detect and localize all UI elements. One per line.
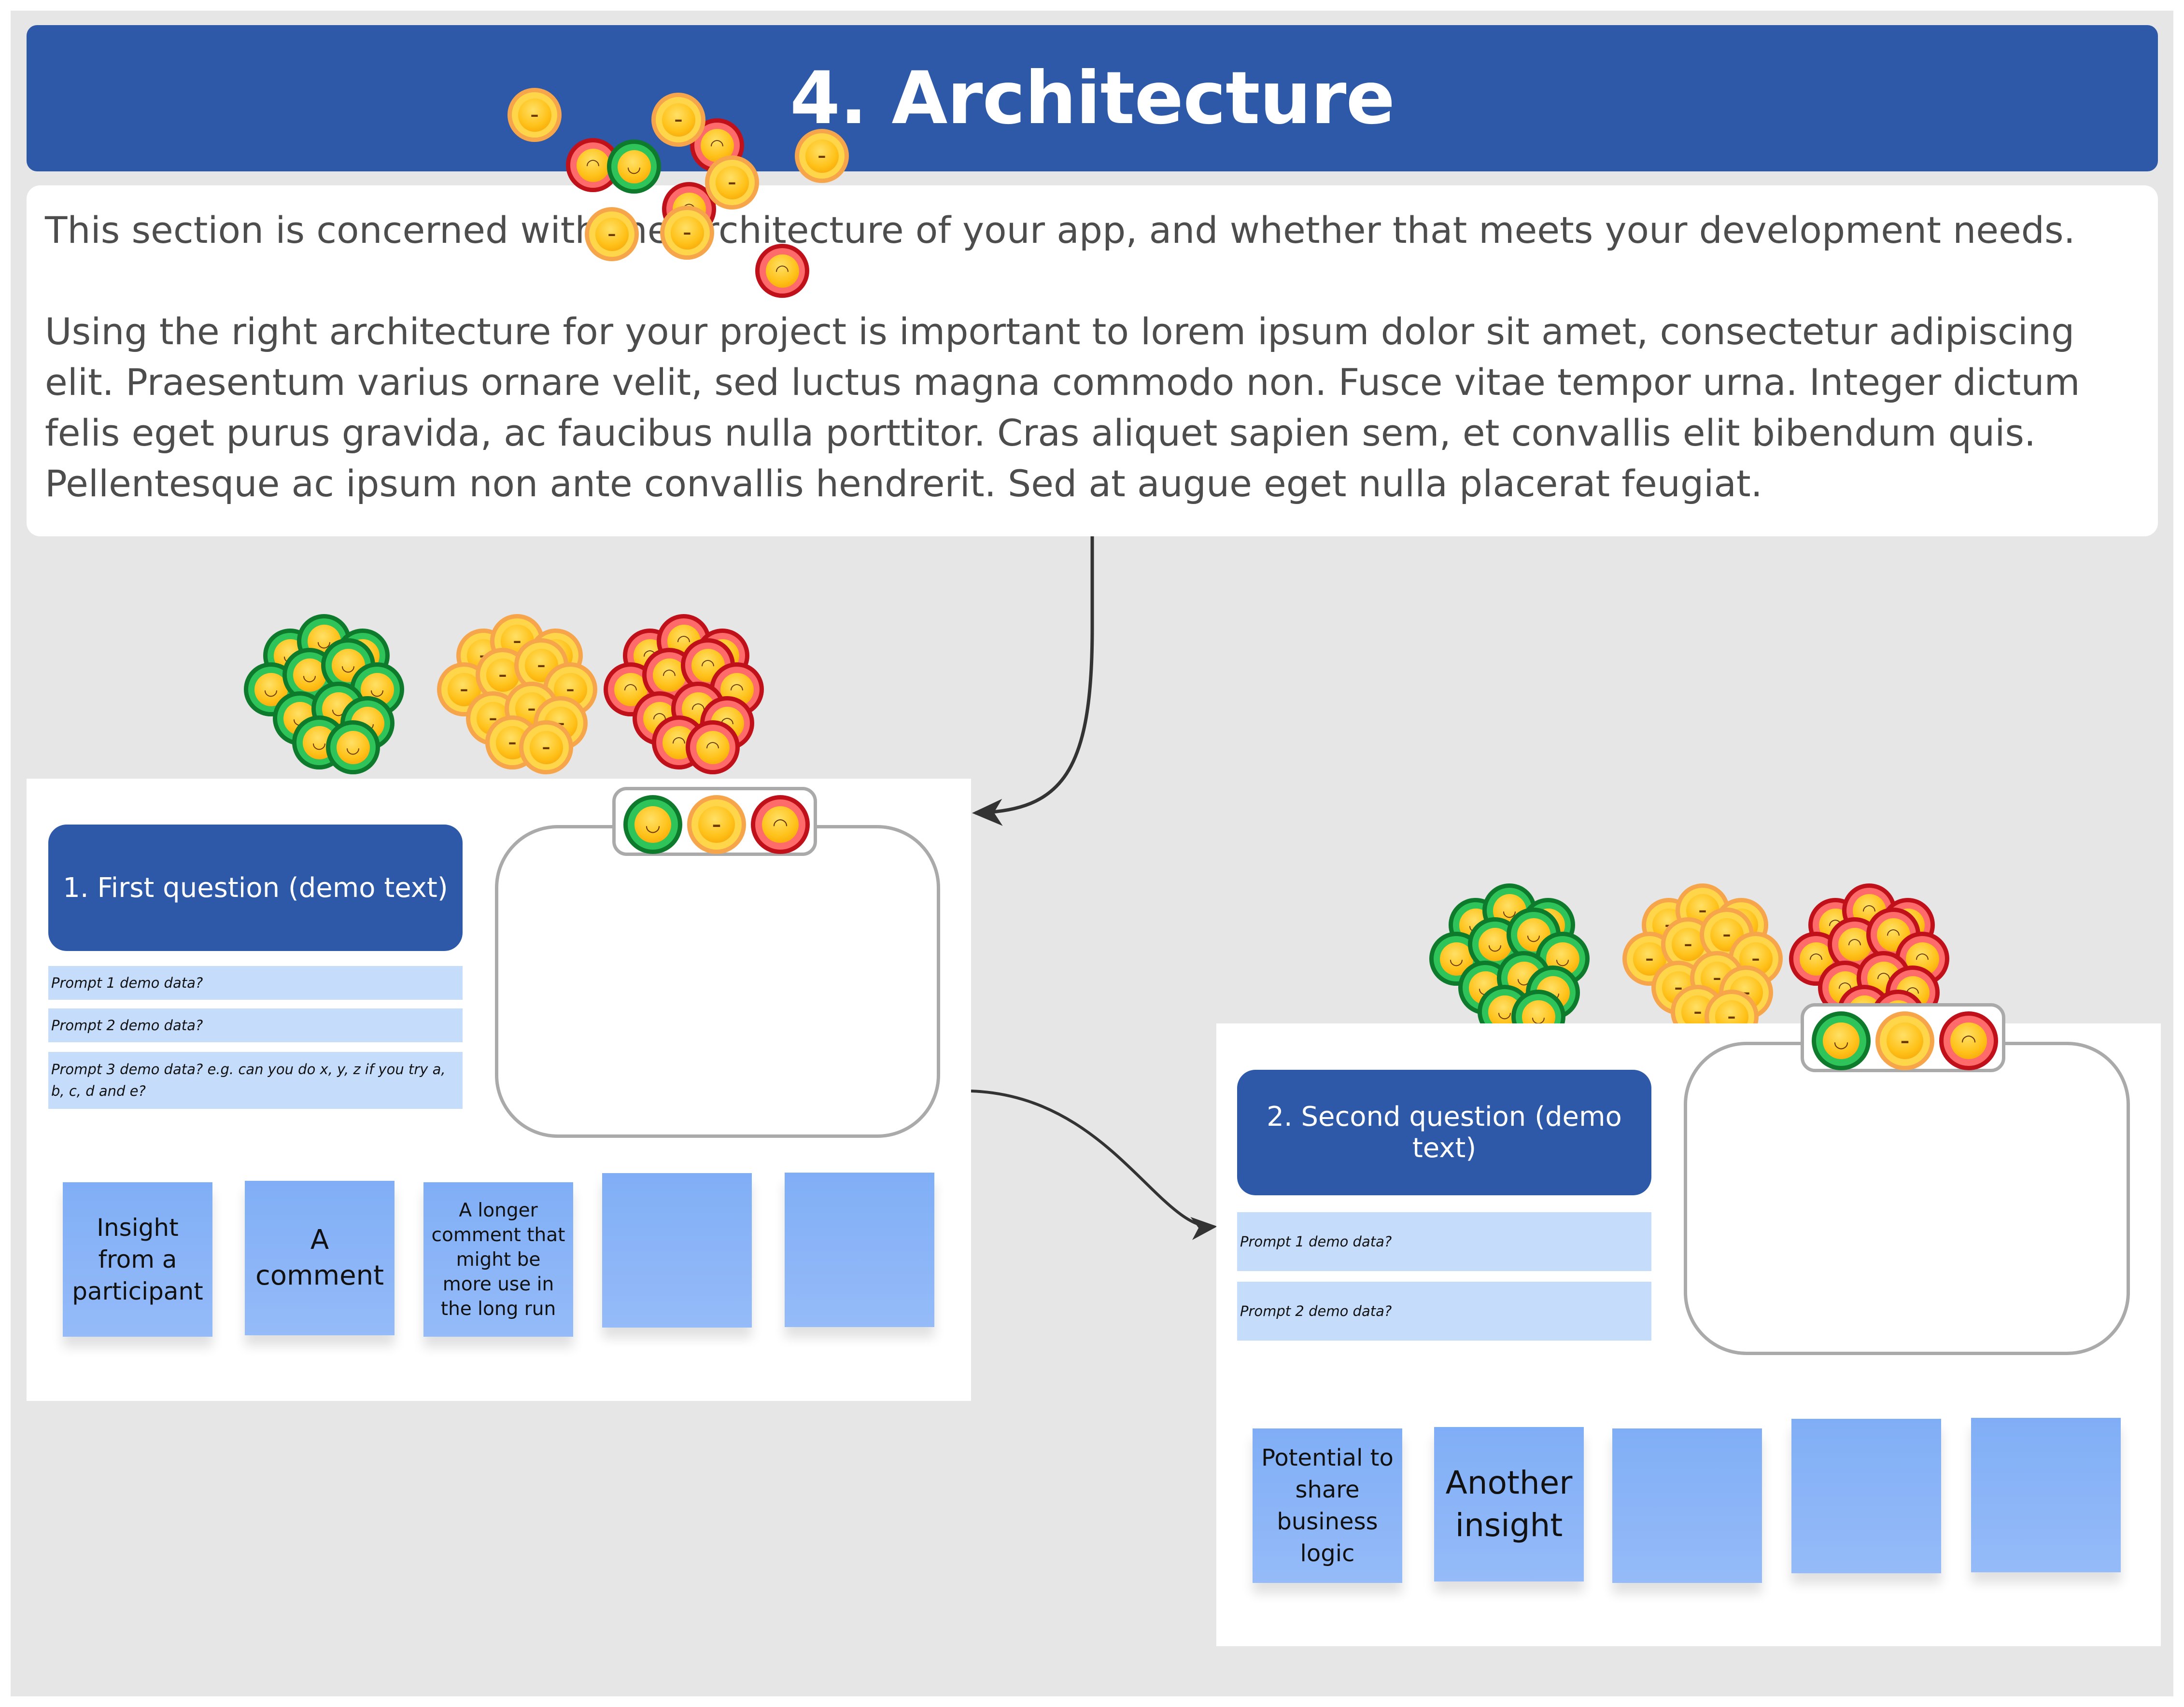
description-paragraph: This section is concerned with the archi… [45, 209, 2075, 252]
neutral-face-icon: – [1671, 927, 1705, 961]
sticky-note[interactable]: A longer comment that might be more use … [423, 1182, 573, 1337]
vote-board[interactable] [495, 825, 940, 1138]
section-header: 4. Architecture [27, 25, 2158, 171]
connector-description-to-q1 [972, 536, 1094, 826]
frowning-face-icon: ◠ [696, 730, 730, 764]
neutral-vote-dot[interactable]: – [651, 93, 705, 147]
neutral-face-icon: – [698, 806, 735, 843]
smiling-face-icon: ◡ [617, 150, 651, 183]
neutral-vote-dot[interactable]: – [507, 88, 562, 142]
neutral-face-icon: – [447, 672, 481, 706]
neutral-face-icon: – [518, 98, 551, 132]
sticky-note-empty[interactable] [1791, 1419, 1941, 1573]
legend-negative-dot[interactable]: ◠ [1939, 1011, 1998, 1070]
smiling-face-icon: ◡ [331, 648, 365, 682]
neutral-vote-dot[interactable]: – [705, 155, 759, 210]
prompt-item: Prompt 2 demo data? [1237, 1282, 1651, 1341]
sticky-note-empty[interactable] [785, 1173, 934, 1327]
legend-negative-dot[interactable]: ◠ [751, 795, 810, 854]
prompt-item: Prompt 1 demo data? [1237, 1212, 1651, 1271]
neutral-face-icon: – [529, 730, 563, 764]
sticky-note[interactable]: A comment [245, 1181, 395, 1335]
sticky-note[interactable]: Insight from a participant [63, 1182, 212, 1337]
question-panel-1: 1. First question (demo text) Prompt 1 d… [27, 118, 971, 1401]
prompt-item: Prompt 3 demo data? e.g. can you do x, y… [48, 1052, 463, 1109]
pool-neutral-dot[interactable]: – [519, 720, 573, 774]
sticky-note-empty[interactable] [1971, 1418, 2121, 1572]
neutral-face-icon: – [1887, 1022, 1923, 1059]
pool-positive-dot[interactable]: ◡ [244, 662, 298, 716]
neutral-face-icon: – [715, 166, 749, 199]
neutral-face-icon: – [595, 217, 629, 251]
legend-neutral-dot[interactable]: – [1875, 1011, 1934, 1070]
frowning-face-icon: ◠ [1838, 927, 1872, 961]
pool-negative-dot[interactable]: ◠ [686, 720, 740, 774]
legend-neutral-dot[interactable]: – [687, 795, 746, 854]
sticky-note[interactable]: Another insight [1434, 1427, 1584, 1581]
question-title: 2. Second question (demo text) [1237, 1070, 1651, 1195]
neutral-vote-dot[interactable]: – [585, 207, 639, 261]
prompt-item: Prompt 1 demo data? [48, 966, 463, 1000]
question-title: 1. First question (demo text) [48, 825, 463, 951]
neutral-face-icon: – [670, 216, 704, 250]
smiling-face-icon: ◡ [1823, 1022, 1860, 1059]
legend-positive-dot[interactable]: ◡ [623, 795, 682, 854]
pool-positive-dot[interactable]: ◡ [326, 720, 380, 774]
neutral-face-icon: – [486, 658, 520, 692]
frowning-face-icon: ◠ [762, 806, 799, 843]
description-paragraph: Using the right architecture for your pr… [45, 310, 2080, 505]
sticky-note-empty[interactable] [602, 1173, 752, 1328]
pool-negative-dot[interactable]: ◠ [1866, 908, 1920, 962]
connector-q1-to-q2 [971, 1090, 1217, 1240]
neutral-face-icon: – [805, 139, 839, 173]
sentiment-legend: ◡–◠ [612, 787, 817, 856]
smiling-face-icon: ◡ [634, 806, 671, 843]
frowning-face-icon: ◠ [765, 254, 799, 288]
frowning-face-icon: ◠ [652, 658, 686, 692]
legend-positive-dot[interactable]: ◡ [1812, 1011, 1871, 1070]
sticky-note[interactable]: Potential to share business logic [1253, 1428, 1402, 1583]
question-panel-2: 2. Second question (demo text) Prompt 1 … [507, 88, 2161, 1646]
vote-board[interactable] [1684, 1042, 2130, 1355]
negative-vote-dot[interactable]: ◠ [566, 138, 620, 192]
frowning-face-icon: ◠ [691, 648, 725, 682]
smiling-face-icon: ◡ [254, 672, 288, 706]
section-description: This section is concerned with the archi… [27, 185, 2158, 536]
prompt-item: Prompt 2 demo data? [48, 1008, 463, 1042]
sentiment-legend: ◡–◠ [1801, 1003, 2005, 1072]
sticky-note-empty[interactable] [1612, 1428, 1762, 1583]
negative-vote-dot[interactable]: ◠ [755, 244, 809, 298]
frowning-face-icon: ◠ [576, 148, 610, 182]
positive-vote-dot[interactable]: ◡ [607, 140, 661, 194]
neutral-vote-dot[interactable]: – [660, 206, 714, 260]
smiling-face-icon: ◡ [1478, 927, 1512, 961]
smiling-face-icon: ◡ [1517, 918, 1550, 951]
smiling-face-icon: ◡ [293, 658, 326, 692]
frowning-face-icon: ◠ [1950, 1022, 1987, 1059]
neutral-face-icon: – [662, 103, 695, 137]
section-title: 4. Architecture [789, 56, 1395, 140]
smiling-face-icon: ◡ [336, 730, 370, 764]
neutral-vote-dot[interactable]: – [795, 129, 849, 183]
